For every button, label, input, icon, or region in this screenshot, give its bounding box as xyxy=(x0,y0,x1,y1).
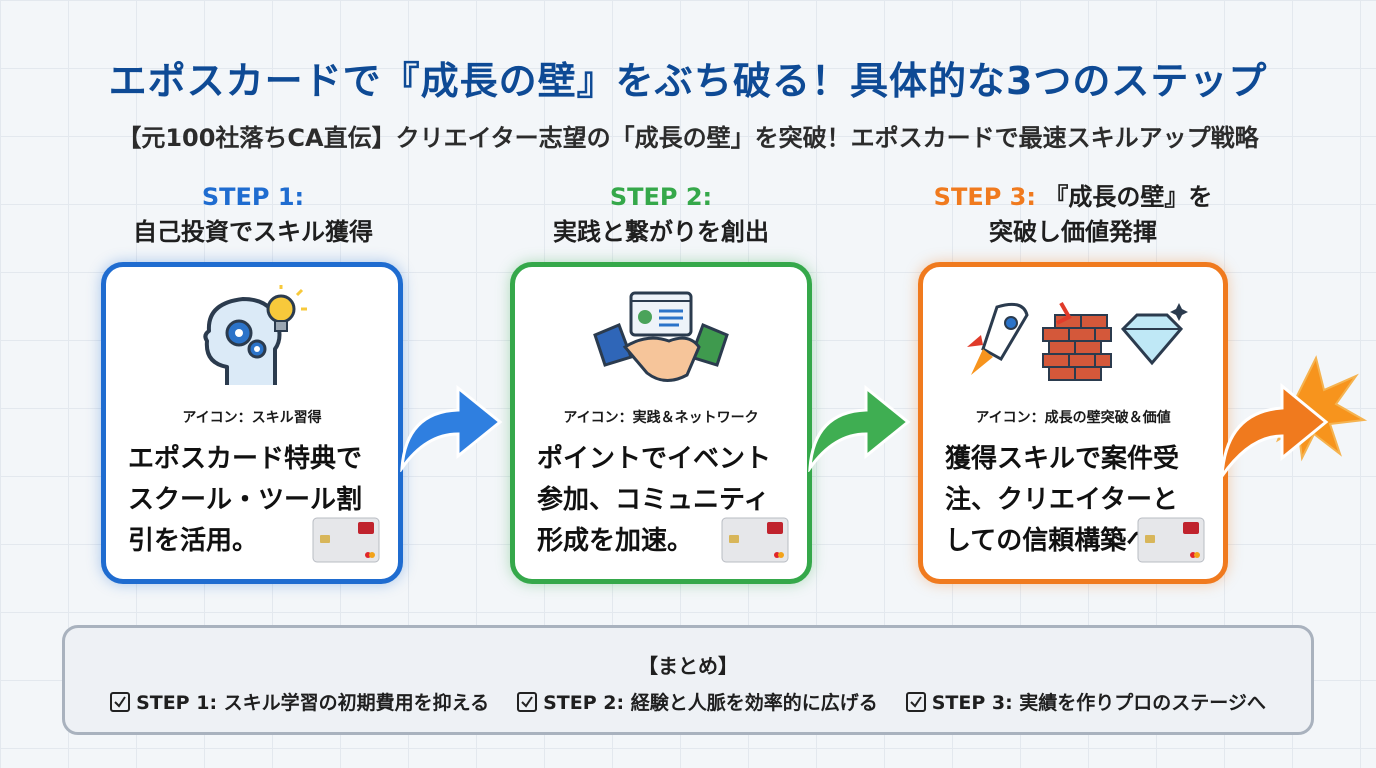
step-2-icon-caption: アイコン：実践＆ネットワーク xyxy=(563,410,759,426)
epos-card-image xyxy=(721,517,789,567)
step-3-icon-caption: アイコン：成長の壁突破＆価値 xyxy=(975,410,1171,426)
summary-item-text: STEP 3: 実績を作りプロのステージへ xyxy=(931,692,1266,714)
summary-item-text: STEP 2: 経験と人脈を効率的に広げる xyxy=(543,692,878,714)
rocket-wall-diamond-icon xyxy=(923,285,1223,397)
step-2-header: STEP 2: 実践と繋がりを創出 xyxy=(496,180,826,250)
epos-card-image xyxy=(312,517,380,567)
step-3-heading-part1: 『成長の壁』を xyxy=(1044,183,1213,211)
checkbox-checked-icon xyxy=(517,691,538,712)
page-title: エポスカードで『成長の壁』をぶち破る！具体的な3つのステップ xyxy=(108,59,1268,103)
step-3-heading: 突破し価値発揮 xyxy=(989,218,1157,246)
step-1-number: STEP 1: xyxy=(201,183,305,211)
summary-box: 【まとめ】 STEP 1: スキル学習の初期費用を抑える STEP 2: 経験と… xyxy=(62,625,1314,735)
step-2-number: STEP 2: xyxy=(609,183,713,211)
summary-item: STEP 2: 経験と人脈を効率的に広げる xyxy=(517,688,878,715)
step-3-number: STEP 3: xyxy=(933,183,1036,211)
step-1-card: アイコン：スキル習得 エポスカード特典でスクール・ツール割引を活用。 xyxy=(101,262,403,584)
step-1-heading: 自己投資でスキル獲得 xyxy=(133,218,373,246)
step-1-description: エポスカード特典でスクール・ツール割引を活用。 xyxy=(128,444,363,556)
step-2-heading: 実践と繋がりを創出 xyxy=(553,218,769,246)
step-3-header: STEP 3: 『成長の壁』を 突破し価値発揮 xyxy=(908,180,1238,250)
step-1-icon-caption: アイコン：スキル習得 xyxy=(182,410,322,426)
step-3-card: アイコン：成長の壁突破＆価値 獲得スキルで案件受注、クリエイターとしての信頼構築… xyxy=(918,262,1228,584)
handshake-icon xyxy=(515,285,807,397)
step-2-card: アイコン：実践＆ネットワーク ポイントでイベント参加、コミュニティ形成を加速。 xyxy=(510,262,812,584)
arrow-right-icon xyxy=(396,372,506,476)
summary-title: 【まとめ】 xyxy=(638,654,738,678)
step-3-description: 獲得スキルで案件受注、クリエイターとしての信頼構築へ。 xyxy=(945,444,1180,556)
epos-card-image xyxy=(1137,517,1205,567)
summary-item: STEP 1: スキル学習の初期費用を抑える xyxy=(110,688,489,715)
step-2-description: ポイントでイベント参加、コミュニティ形成を加速。 xyxy=(537,444,772,556)
summary-items: STEP 1: スキル学習の初期費用を抑える STEP 2: 経験と人脈を効率的… xyxy=(65,688,1311,715)
arrow-right-icon xyxy=(804,372,914,476)
head-gears-bulb-icon xyxy=(106,285,398,397)
summary-item: STEP 3: 実績を作りプロのステージへ xyxy=(905,688,1266,715)
summary-item-text: STEP 1: スキル学習の初期費用を抑える xyxy=(136,692,490,714)
checkbox-checked-icon xyxy=(110,691,131,712)
checkbox-checked-icon xyxy=(905,691,926,712)
step-1-header: STEP 1: 自己投資でスキル獲得 xyxy=(88,180,418,250)
page-subtitle: 【元100社落ちCA直伝】クリエイター志望の「成長の壁」を突破！エポスカードで最… xyxy=(117,124,1259,152)
burst-arrow-icon xyxy=(1218,350,1368,484)
